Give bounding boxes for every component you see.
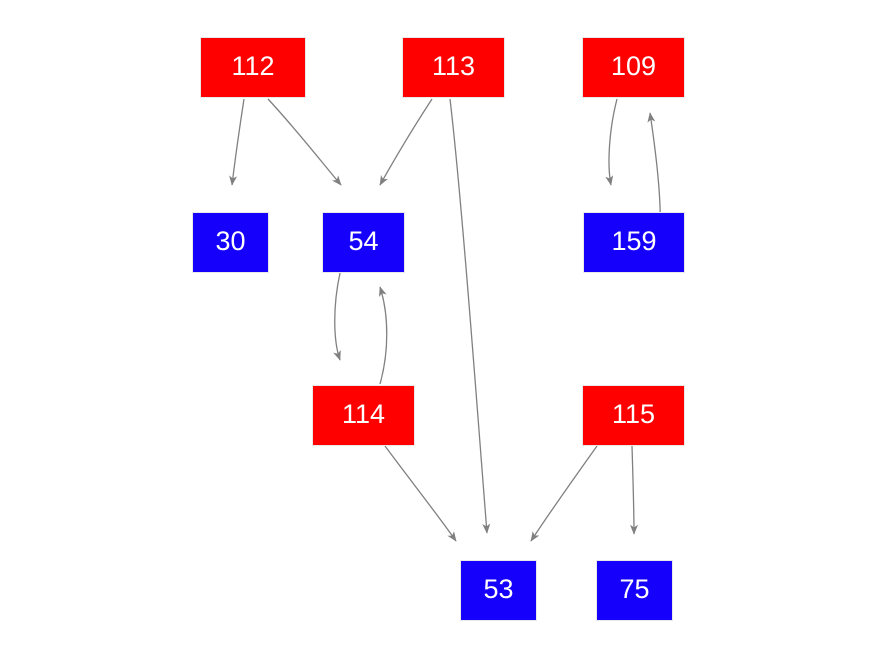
graph-edge-n113-to-n53 (449, 98, 491, 534)
graph-node-label: 75 (619, 574, 650, 604)
graph-node-label: 113 (431, 51, 476, 81)
graph-node-label: 159 (611, 226, 657, 256)
graph-node-53[interactable]: 53 (460, 560, 537, 621)
edge-group (229, 98, 661, 542)
graph-edge-n113-to-n54 (379, 98, 433, 186)
graph-node-159[interactable]: 159 (583, 212, 685, 273)
graph-node-30[interactable]: 30 (192, 212, 269, 273)
graph-node-label: 54 (348, 226, 379, 256)
graph-node-label: 115 (611, 399, 656, 429)
graph-node-114[interactable]: 114 (312, 385, 415, 446)
graph-node-109[interactable]: 109 (582, 37, 685, 98)
graph-edge-n114-to-n53 (384, 445, 457, 542)
graph-edge-n54-to-n114 (333, 272, 341, 361)
graph-edge-n114-to-n54 (379, 286, 388, 385)
graph-edge-n112-to-n30 (229, 98, 245, 186)
graph-node-label: 30 (215, 226, 246, 256)
graph-edge-n115-to-n53 (530, 445, 598, 542)
graph-node-label: 114 (341, 399, 386, 429)
graph-node-label: 109 (610, 51, 657, 81)
graph-edge-n112-to-n54 (267, 98, 342, 186)
graph-edge-n109-to-n159 (605, 98, 618, 186)
graph-node-115[interactable]: 115 (582, 385, 685, 446)
graph-node-label: 53 (483, 574, 514, 604)
graph-node-112[interactable]: 112 (200, 37, 306, 98)
graph-node-113[interactable]: 113 (402, 37, 505, 98)
graph-node-75[interactable]: 75 (596, 560, 673, 621)
graph-node-label: 112 (231, 51, 275, 81)
graph-edge-n115-to-n75 (629, 445, 638, 535)
graph-node-54[interactable]: 54 (322, 212, 405, 273)
